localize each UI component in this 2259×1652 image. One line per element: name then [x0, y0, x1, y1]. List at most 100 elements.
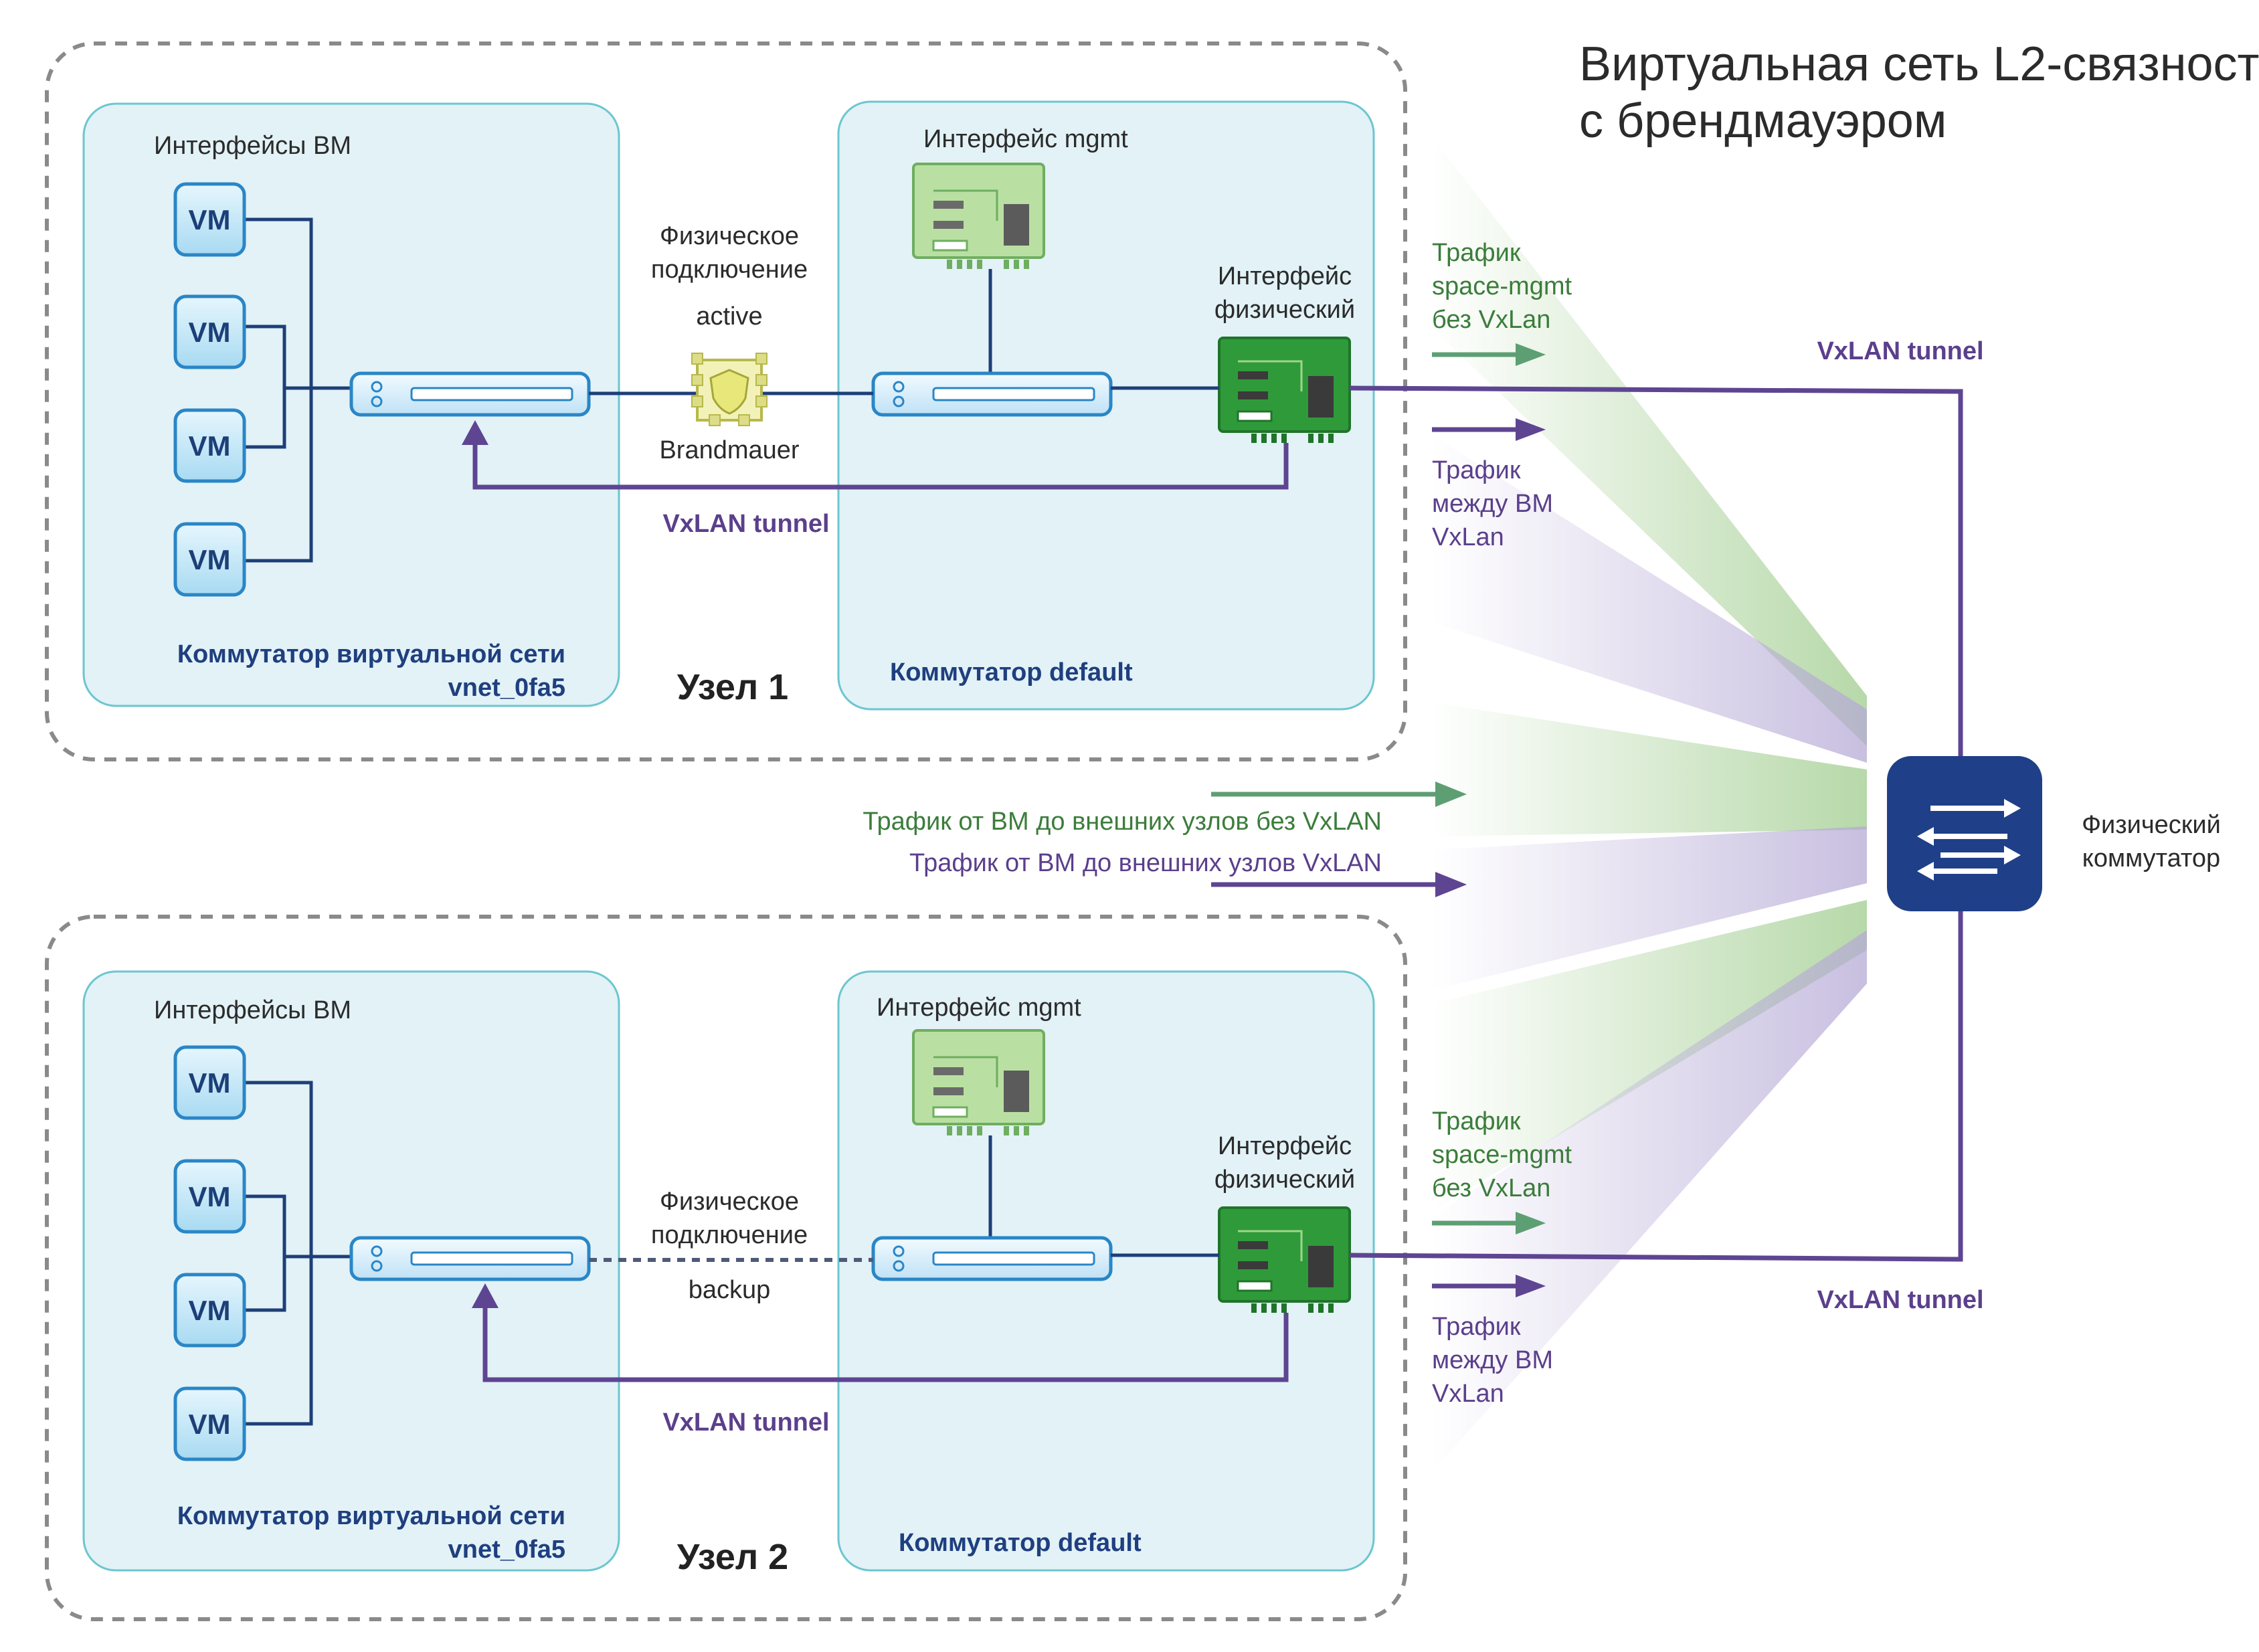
- physical-link-label-line2: подключение: [651, 256, 808, 284]
- traffic-purple-line1: Трафик: [1432, 456, 1521, 484]
- mgmt-nic-icon[interactable]: [912, 1029, 1045, 1135]
- vm-interfaces-header: Интерфейсы ВМ: [154, 132, 351, 160]
- traffic-green-line3: без VxLan: [1432, 1174, 1550, 1202]
- vxlan-tunnel-outer-2: [1349, 911, 1963, 1262]
- beam-purple-ext: [1432, 826, 1867, 990]
- physical-link-label-line1: Физическое: [660, 222, 799, 250]
- mgmt-interface-label: Интерфейс mgmt: [923, 125, 1128, 153]
- node-1-boundary: [45, 41, 1407, 761]
- vm-icon[interactable]: VM: [173, 1273, 246, 1348]
- traffic-purple-line3: VxLan: [1432, 523, 1504, 551]
- vm-label: VM: [189, 1181, 231, 1212]
- vxlan-tunnel-inner: [472, 438, 1289, 490]
- node-1: Интерфейсы ВМ VM VM VM VM: [45, 41, 1407, 761]
- firewall-icon[interactable]: [691, 353, 767, 426]
- node-2-traffic-legend: Трафик space-mgmt без VxLan Трафик между…: [1432, 1107, 1572, 1408]
- physical-switch-icon[interactable]: [1887, 756, 2042, 911]
- physical-link-label-line1: Физическое: [660, 1188, 799, 1216]
- vm-icon[interactable]: VM: [173, 294, 246, 369]
- mgmt-nic-icon[interactable]: [912, 163, 1045, 269]
- vm-icon[interactable]: VM: [173, 1159, 246, 1234]
- firewall-label: Brandmauer: [659, 436, 799, 464]
- vxlan-tunnel-outer-2-label: VxLAN tunnel: [1817, 1286, 1983, 1314]
- vm-icon[interactable]: VM: [173, 522, 246, 597]
- vm-label: VM: [189, 1067, 231, 1099]
- vm-interfaces-header: Интерфейсы ВМ: [154, 996, 351, 1024]
- beam-green-ext: [1432, 703, 1867, 836]
- vxlan-tunnel-inner-label: VxLAN tunnel: [662, 510, 829, 538]
- link-state-active: active: [696, 302, 762, 331]
- vxlan-tunnel-inner: [482, 1301, 1289, 1382]
- traffic-purple-arrowhead: [1516, 1275, 1546, 1297]
- diagram-title-line2: с брендмауэром: [1579, 94, 1947, 148]
- physical-link-label-line2: подключение: [651, 1221, 808, 1249]
- traffic-green-line1: Трафик: [1432, 1107, 1521, 1135]
- default-switch-icon[interactable]: [871, 1236, 1113, 1281]
- traffic-green-line2: space-mgmt: [1432, 272, 1572, 300]
- vm-switch-footer-line1: Коммутатор виртуальной сети: [177, 1502, 565, 1530]
- node-1-label: Узел 1: [677, 667, 788, 707]
- vm-icon[interactable]: VM: [173, 408, 246, 483]
- vm-label: VM: [189, 544, 231, 575]
- traffic-purple-line2: между ВМ: [1432, 490, 1553, 518]
- traffic-purple-line1: Трафик: [1432, 1313, 1521, 1341]
- external-purple-label: Трафик от ВМ до внешних узлов VxLAN: [909, 849, 1382, 877]
- vm-switch-footer-line1: Коммутатор виртуальной сети: [177, 640, 565, 668]
- beam-purple-2: [1432, 930, 1867, 1472]
- node-1-traffic-legend: Трафик space-mgmt без VxLan Трафик между…: [1432, 239, 1572, 551]
- traffic-green-arrowhead: [1516, 343, 1546, 366]
- vxlan-tunnel-arrowhead: [462, 420, 488, 445]
- vm-wiring: [244, 1081, 355, 1426]
- vm-icon[interactable]: VM: [173, 1045, 246, 1120]
- physical-interface-label-line2: физический: [1214, 296, 1355, 324]
- node-2-boundary: [45, 915, 1407, 1621]
- external-purple-arrowhead: [1435, 872, 1467, 897]
- external-green-arrowhead: [1435, 782, 1467, 807]
- physical-nic-icon[interactable]: [1218, 337, 1351, 443]
- vxlan-tunnel-outer-1-label: VxLAN tunnel: [1817, 337, 1983, 365]
- mgmt-interface-label: Интерфейс mgmt: [877, 994, 1081, 1022]
- default-switch-footer: Коммутатор default: [890, 658, 1133, 686]
- vxlan-tunnel-arrowhead: [472, 1283, 499, 1308]
- traffic-purple-line3: VxLan: [1432, 1380, 1504, 1408]
- traffic-green-arrowhead: [1516, 1212, 1546, 1234]
- physical-interface-label-line2: физический: [1214, 1166, 1355, 1194]
- link-state-backup: backup: [689, 1276, 771, 1304]
- physical-switch-label-line1: Физический: [2082, 811, 2221, 839]
- traffic-green-line3: без VxLan: [1432, 306, 1550, 334]
- traffic-green-line2: space-mgmt: [1432, 1141, 1572, 1169]
- vm-label: VM: [189, 1408, 231, 1440]
- vm-icon[interactable]: VM: [173, 182, 246, 257]
- vm-switch-footer-line2: vnet_0fa5: [448, 674, 565, 702]
- vm-wiring: [244, 217, 355, 563]
- default-switch-icon[interactable]: [871, 371, 1113, 417]
- node-2-label: Узел 2: [677, 1537, 788, 1577]
- vm-icon[interactable]: VM: [173, 1386, 246, 1461]
- node-2: Интерфейсы ВМ VM VM VM VM: [45, 915, 1407, 1621]
- vm-label: VM: [189, 316, 231, 348]
- virtual-switch-icon[interactable]: [349, 371, 591, 417]
- vxlan-tunnel-inner-label: VxLAN tunnel: [662, 1408, 829, 1437]
- physical-nic-icon[interactable]: [1218, 1206, 1351, 1313]
- beam-green-1: [1432, 137, 1867, 746]
- default-switch-footer: Коммутатор default: [899, 1529, 1142, 1557]
- vxlan-tunnel-outer-1: [1349, 385, 1963, 756]
- diagram-title-line1: Виртуальная сеть L2-связности: [1579, 37, 2259, 91]
- beam-green-2: [1432, 900, 1867, 1211]
- physical-switch-label-line2: коммутатор: [2082, 844, 2220, 873]
- beam-purple-1: [1432, 435, 1867, 763]
- vm-label: VM: [189, 204, 231, 236]
- traffic-purple-arrowhead: [1516, 418, 1546, 441]
- vm-label: VM: [189, 430, 231, 462]
- external-traffic-legend: Трафик от ВМ до внешних узлов без VxLAN …: [863, 782, 1467, 897]
- virtual-switch-icon[interactable]: [349, 1236, 591, 1281]
- external-green-label: Трафик от ВМ до внешних узлов без VxLAN: [863, 808, 1382, 836]
- physical-interface-label-line1: Интерфейс: [1218, 262, 1352, 290]
- traffic-green-line1: Трафик: [1432, 239, 1521, 267]
- traffic-beams: [1432, 137, 1867, 1472]
- traffic-purple-line2: между ВМ: [1432, 1346, 1553, 1374]
- vm-switch-footer-line2: vnet_0fa5: [448, 1536, 565, 1564]
- physical-interface-label-line1: Интерфейс: [1218, 1132, 1352, 1160]
- vm-label: VM: [189, 1295, 231, 1326]
